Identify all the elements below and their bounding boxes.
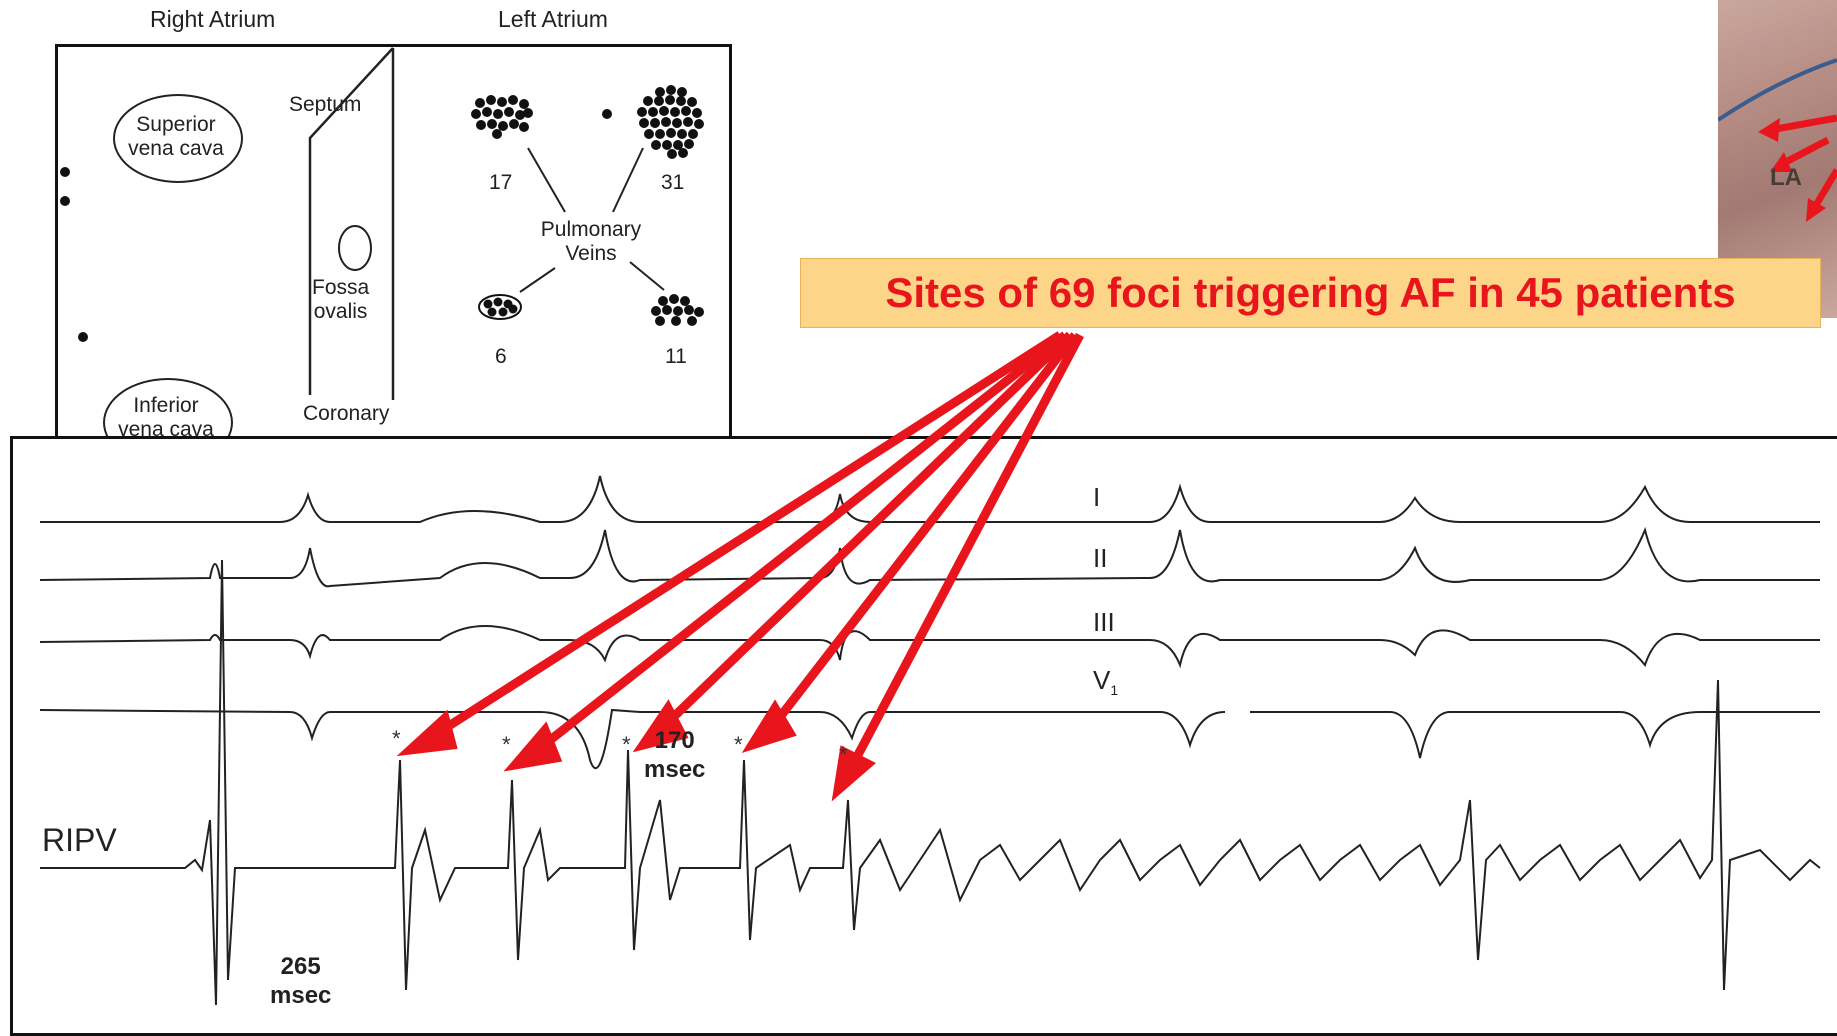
coronary-sinus-label: Coronary xyxy=(303,402,390,425)
callout-arrows xyxy=(396,331,1084,802)
foci-cluster-17 xyxy=(471,95,533,139)
lead-V1-label: V1 xyxy=(1093,665,1119,699)
foci-cluster-31 xyxy=(637,85,704,159)
lead-I-label: I xyxy=(1093,482,1101,512)
lead-II-label: II xyxy=(1093,543,1108,573)
marker-3: * xyxy=(622,732,631,757)
marker-5: * xyxy=(839,742,848,767)
lead-I-trace xyxy=(40,475,1820,523)
marker-4: * xyxy=(734,732,743,757)
count-6: 6 xyxy=(495,345,507,368)
pulmonary-veins-label: Pulmonary Veins xyxy=(540,218,642,265)
ripv-trace xyxy=(40,559,1821,1006)
lead-III-trace xyxy=(39,625,1820,669)
lead-III-label: III xyxy=(1093,607,1115,637)
foci-cluster-11 xyxy=(651,294,704,326)
lead-II-trace xyxy=(39,526,1820,588)
left-atrium-header: Left Atrium xyxy=(498,6,608,32)
superior-vena-cava-label: Superior vena cava xyxy=(128,113,224,160)
inferior-vena-cava-label: Inferior vena cava xyxy=(118,394,214,441)
foci-cluster-6 xyxy=(478,294,522,320)
la-label: LA xyxy=(1770,164,1802,191)
lead-V1-trace xyxy=(39,708,1226,770)
ripv-label: RIPV xyxy=(42,822,117,858)
marker-2: * xyxy=(502,732,511,757)
count-31: 31 xyxy=(661,171,685,194)
count-11: 11 xyxy=(665,345,687,368)
heart-photo-arrows: LA xyxy=(1718,58,1837,222)
count-17: 17 xyxy=(489,171,513,194)
fossa-ovalis-label: Fossa ovalis xyxy=(312,276,370,323)
septum-label: Septum xyxy=(289,93,362,116)
superior-vena-cava-oval xyxy=(113,94,243,183)
right-atrium-header: Right Atrium xyxy=(150,6,276,32)
marker-1: * xyxy=(392,726,401,751)
callout-box: Sites of 69 foci triggering AF in 45 pat… xyxy=(800,258,1821,328)
